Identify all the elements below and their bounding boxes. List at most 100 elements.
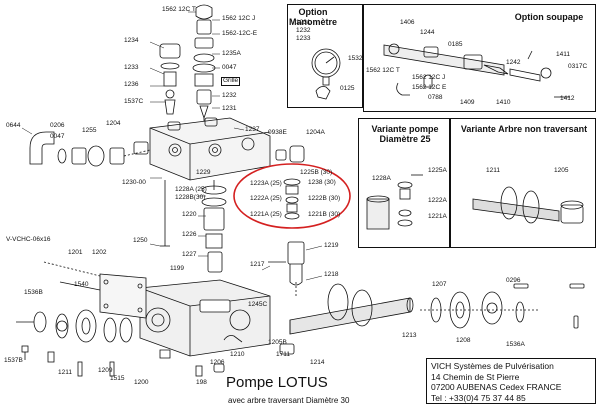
manometre-title-line2: Manomètre — [288, 16, 337, 27]
part-label: 1235A — [222, 50, 241, 57]
part-label: 1231 — [296, 19, 311, 26]
variante-arbre-box: Variante Arbre non traversant — [450, 118, 596, 248]
part-label: 1515 — [110, 375, 125, 382]
variante-pompe-title: Variante pompe Diamètre 25 — [363, 124, 447, 145]
part-label: 0317C — [568, 63, 588, 70]
part-label: 1201 — [68, 249, 83, 256]
drawing-subtitle: avec arbre traversant Diamètre 30 — [228, 396, 350, 405]
piston-assembly-drawing — [160, 180, 227, 273]
bottom-bolts-drawing — [21, 343, 295, 377]
highlight-ellipse — [233, 163, 351, 229]
part-label: 1210 — [230, 351, 245, 358]
pump-head-drawing — [149, 117, 271, 181]
part-label: 1562 12C E — [412, 84, 447, 91]
part-label: 1233 — [296, 35, 311, 42]
part-label: 0185 — [448, 41, 463, 48]
part-label: 1207 — [432, 281, 447, 288]
part-label: 1412 — [560, 95, 575, 102]
part-label: 1204A — [306, 129, 325, 136]
company-street: 14 Chemin de St Pierre — [431, 371, 520, 382]
leader-lines — [21, 11, 323, 281]
part-label: 1234 — [124, 37, 139, 44]
connecting-rod-drawing — [268, 241, 305, 296]
part-label: 1406 — [400, 19, 415, 26]
part-label: 1217 — [250, 261, 265, 268]
part-label: 1228B(30) — [175, 194, 206, 201]
manometre-title-line1: Option — [298, 7, 328, 17]
part-label: 1205B — [268, 339, 287, 346]
part-label: 1223A (25) — [250, 180, 282, 187]
part-label: 1214 — [310, 359, 325, 366]
part-label: 1220 — [182, 211, 197, 218]
part-label: 1213 — [402, 332, 417, 339]
part-label: 1221A — [428, 213, 447, 220]
part-label: 1228A — [372, 175, 391, 182]
part-label: 1242 — [506, 59, 521, 66]
crankshaft-drawing — [289, 283, 414, 335]
part-label: 198 — [196, 379, 207, 386]
part-label: V-VCHC-06x16 — [6, 236, 51, 243]
part-label: 0206 — [50, 122, 65, 129]
part-label: 1229 — [196, 169, 211, 176]
part-label: 1232 — [296, 27, 311, 34]
company-info-box: VICH Systèmes de Pulvérisation 14 Chemin… — [426, 358, 596, 404]
soupape-title-line1: Option soupape — [514, 12, 584, 22]
part-label: 1562 12C J — [222, 15, 256, 22]
part-label: 0047 — [50, 133, 65, 140]
part-label: 1711 — [276, 351, 290, 358]
part-label: 1562 12C T — [366, 67, 400, 74]
crankcase-drawing — [139, 279, 271, 359]
part-label: 1250 — [133, 237, 148, 244]
manometre-option-box: Option Manomètre — [287, 4, 363, 108]
part-label: 1536A — [506, 341, 525, 348]
part-label: 1222A — [428, 197, 447, 204]
part-label: 1208 — [456, 337, 471, 344]
variant-shaft-drawing — [472, 186, 584, 224]
part-label: 0047 — [222, 64, 237, 71]
part-label: 1245C — [248, 301, 268, 308]
part-label: 1202 — [92, 249, 107, 256]
part-label: 1233 — [124, 64, 139, 71]
part-label: 1562-12C-E — [222, 30, 258, 37]
variante-pompe-title-line2: Diamètre 25 — [379, 133, 431, 144]
part-label: 1236 — [124, 81, 139, 88]
part-label: 1227 — [182, 251, 197, 258]
part-label: 1211 — [58, 369, 72, 376]
variante-pompe-title-line1: Variante pompe — [371, 124, 439, 134]
relief-valve-drawing — [383, 43, 570, 98]
part-label: 1211 — [486, 167, 500, 174]
part-label: 1244 — [420, 29, 435, 36]
part-label: 1537C — [124, 98, 144, 105]
part-label: 1237 — [245, 126, 260, 133]
part-label: 1228A (25) — [175, 186, 207, 193]
variante-arbre-title-line1: Variante Arbre non traversant — [460, 124, 588, 134]
part-label: 1232 — [222, 92, 237, 99]
part-label: 1221B (30) — [308, 211, 341, 218]
part-label: 1238 (30) — [308, 179, 336, 186]
part-label: 1222B (30) — [308, 195, 341, 202]
part-label: 1411 — [556, 51, 570, 58]
part-label: 1540 — [74, 281, 89, 288]
soupape-option-box: Option soupape — [363, 4, 596, 112]
part-label: 1225A — [428, 167, 447, 174]
part-label: Grille — [221, 77, 241, 86]
part-label: 1562 12C J — [412, 74, 446, 81]
part-label: 0788 — [428, 94, 443, 101]
right-head-fittings-drawing — [275, 145, 305, 163]
part-label: 1222A (25) — [250, 195, 282, 202]
part-label: 1199 — [170, 265, 184, 272]
part-label: 0644 — [6, 122, 21, 129]
part-label: 1221A (25) — [250, 211, 282, 218]
company-name: VICH Systèmes de Pulvérisation — [431, 361, 554, 371]
part-label: 1255 — [82, 127, 97, 134]
manometre-box-title: Option Manomètre — [288, 7, 338, 28]
soupape-box-title: Option soupape — [504, 12, 594, 23]
part-label: 1230-00 — [122, 179, 146, 186]
left-elbow-fittings-drawing — [29, 131, 151, 167]
part-label: 1204 — [106, 120, 121, 127]
part-label: 0125 — [340, 85, 355, 92]
part-label: 1562 12C T — [162, 6, 196, 13]
variante-pompe-box: Variante pompe Diamètre 25 — [358, 118, 450, 248]
